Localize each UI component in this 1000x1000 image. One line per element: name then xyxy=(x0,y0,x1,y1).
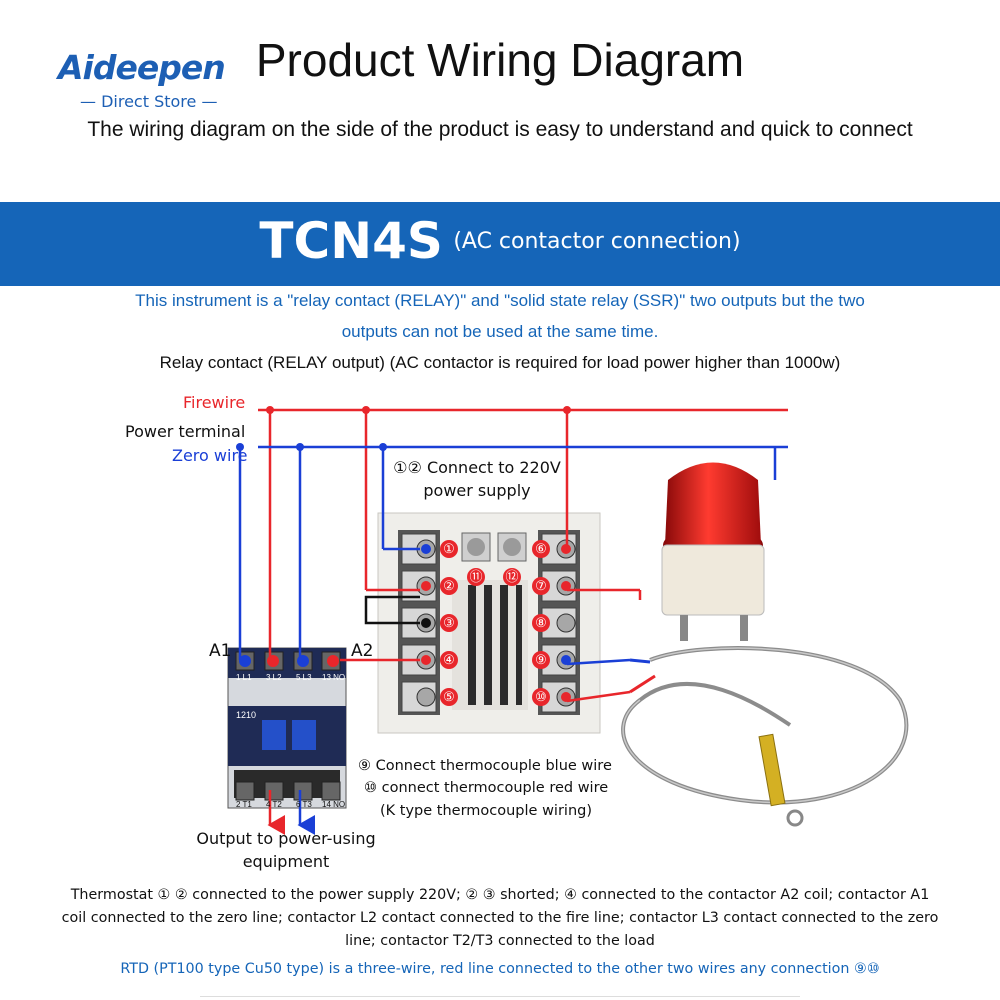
contactor-model: 1210 xyxy=(236,710,257,720)
bottom-divider xyxy=(200,996,800,997)
terminal-5-badge: ⑤ xyxy=(440,688,458,706)
ac-contactor xyxy=(227,647,347,809)
terminal-1-badge: ① xyxy=(440,540,458,558)
contactor-label-l2: 3 L2 xyxy=(266,673,282,682)
output-note-1: Output to power-using xyxy=(196,829,376,848)
terminal-4-badge: ④ xyxy=(440,651,458,669)
brand-logo: Aideepen xyxy=(58,48,226,87)
contactor-label-t3: 6 T3 xyxy=(296,800,312,809)
zero-wire-bus xyxy=(238,445,788,835)
contactor-label-t1: 2 T1 xyxy=(236,800,252,809)
intro-line-2: outputs can not be used at the same time… xyxy=(341,322,659,341)
zero-wire-label: Zero wire xyxy=(172,446,248,465)
power-connect-note-2: power supply xyxy=(423,481,531,500)
contactor-label-no14: 14 NO xyxy=(322,800,346,809)
contactor-label-l1: 1 L1 xyxy=(236,673,252,682)
connection-dots xyxy=(236,406,571,702)
thermo-note-blue: ⑨ Connect thermocouple blue wire xyxy=(358,758,612,774)
thermo-note-red: ⑩ connect thermocouple red wire xyxy=(364,780,609,796)
power-connect-note-1: ①② Connect to 220V xyxy=(393,458,561,477)
rtd-note: RTD (PT100 type Cu50 type) is a three-wi… xyxy=(120,961,880,977)
contactor-label-no13: 13 NO xyxy=(322,673,346,682)
terminal-7-badge: ⑦ xyxy=(532,577,550,595)
page-title: Product Wiring Diagram xyxy=(255,34,745,86)
firewire-label: Firewire xyxy=(183,393,246,412)
contactor-label-l3: 5 L3 xyxy=(296,673,312,682)
terminal-12-badge: ⑫ xyxy=(503,568,521,586)
terminal-6-badge: ⑥ xyxy=(532,540,550,558)
contactor-label-t2: 4 T2 xyxy=(266,800,282,809)
relay-note: Relay contact (RELAY output) (AC contact… xyxy=(159,353,841,372)
thermo-note-type: (K type thermocouple wiring) xyxy=(380,803,592,819)
model-subtitle: (AC contactor connection) xyxy=(453,228,741,254)
model-banner: TCN4S (AC contactor connection) xyxy=(0,202,1000,286)
footer-line-3: line; contactor T2/T3 connected to the l… xyxy=(345,933,655,949)
firewire-bus xyxy=(258,408,788,835)
coil-a2-label: A2 xyxy=(351,641,374,661)
thermocouple xyxy=(621,646,909,827)
power-terminal-label: Power terminal xyxy=(125,422,246,441)
output-note-2: equipment xyxy=(242,852,330,871)
footer-line-1: Thermostat ① ② connected to the power su… xyxy=(70,887,930,903)
page-subtitle: The wiring diagram on the side of the pr… xyxy=(87,118,913,141)
terminal-8-badge: ⑧ xyxy=(532,614,550,632)
model-name: TCN4S xyxy=(259,212,443,270)
terminal-3-badge: ③ xyxy=(440,614,458,632)
terminal-10-badge: ⑩ xyxy=(532,688,550,706)
coil-a1-label: A1 xyxy=(209,641,232,661)
terminal-2-badge: ② xyxy=(440,577,458,595)
brand-tagline: — Direct Store — xyxy=(80,92,218,111)
terminal-11-badge: ⑪ xyxy=(467,568,485,586)
intro-line-1: This instrument is a "relay contact (REL… xyxy=(135,291,865,310)
warning-lamp xyxy=(661,462,765,641)
footer-line-2: coil connected to the zero line; contact… xyxy=(61,910,939,926)
jumper-2-3 xyxy=(364,595,420,625)
terminal-9-badge: ⑨ xyxy=(532,651,550,669)
